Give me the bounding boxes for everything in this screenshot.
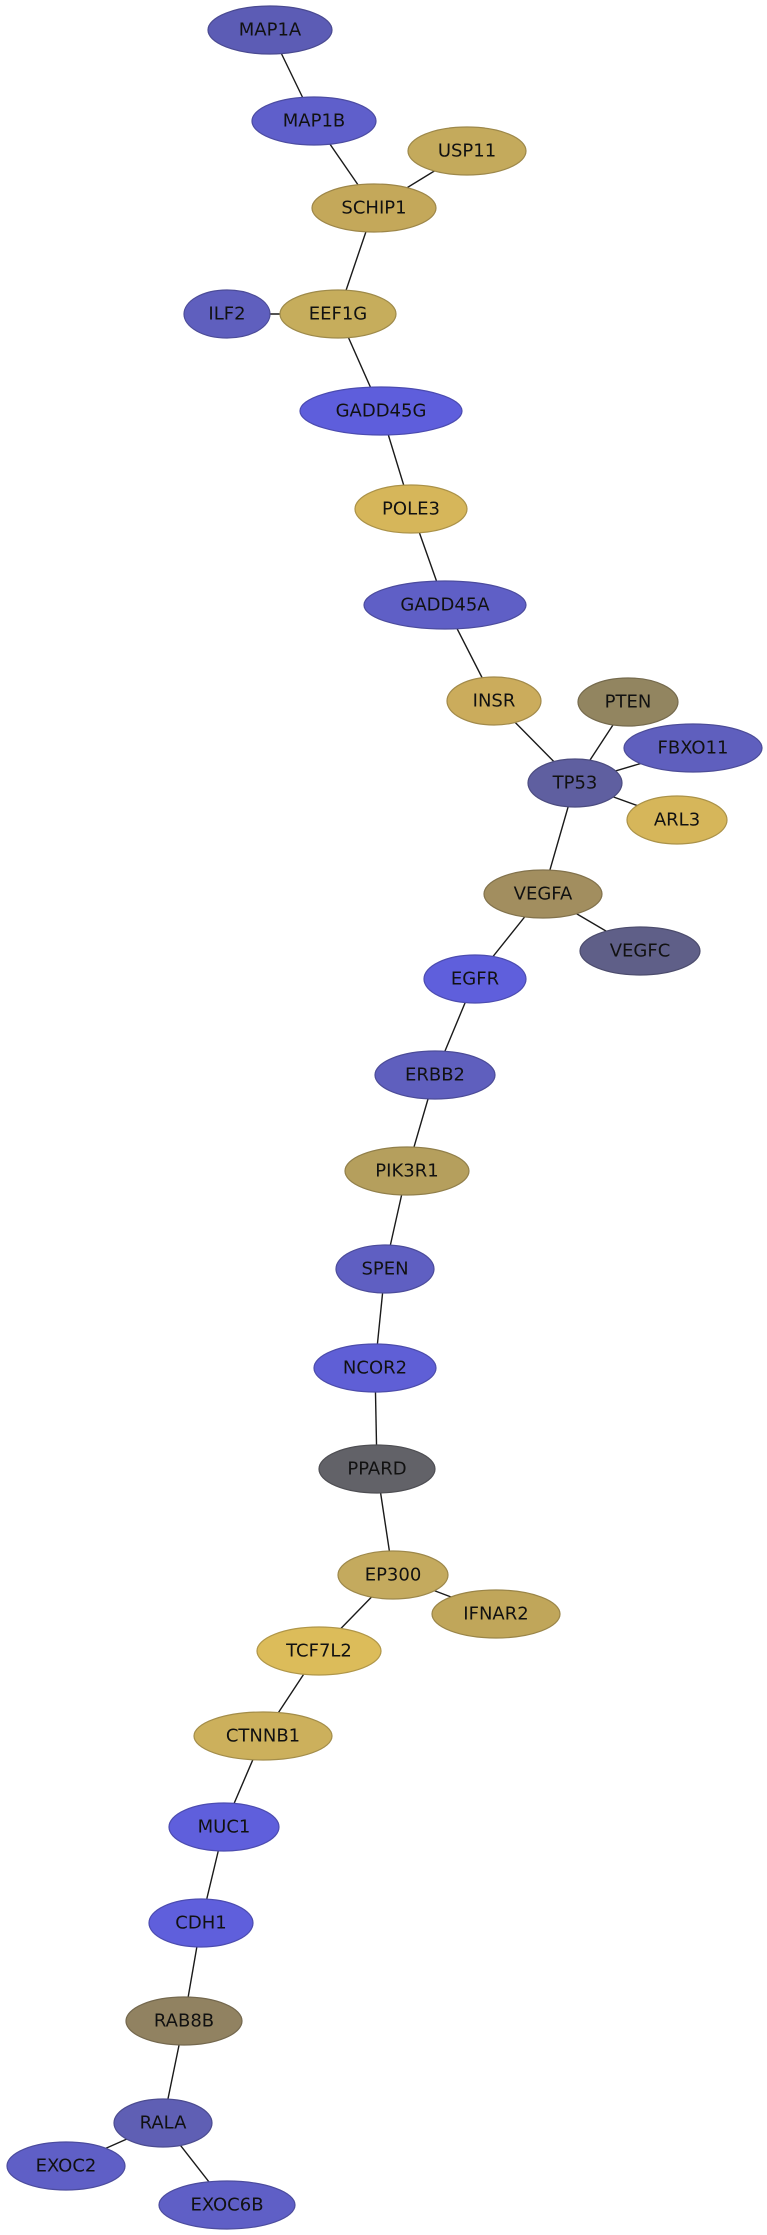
node-label: USP11 <box>438 141 496 162</box>
node-label: MUC1 <box>198 1817 251 1838</box>
node-exoc6b[interactable]: EXOC6B <box>158 2180 296 2230</box>
node-usp11[interactable]: USP11 <box>407 126 527 176</box>
node-label: EEF1G <box>309 304 368 325</box>
node-label: PPARD <box>347 1459 406 1480</box>
node-ellipse <box>299 386 463 436</box>
node-schip1[interactable]: SCHIP1 <box>311 183 437 233</box>
node-ellipse <box>6 2141 126 2191</box>
node-ellipse <box>579 926 701 976</box>
node-ellipse <box>407 126 527 176</box>
node-eef1g[interactable]: EEF1G <box>279 289 397 339</box>
node-arl3[interactable]: ARL3 <box>626 795 728 845</box>
node-label: NCOR2 <box>343 1358 407 1379</box>
node-label: PIK3R1 <box>375 1161 438 1182</box>
node-ellipse <box>183 289 271 339</box>
node-ncor2[interactable]: NCOR2 <box>313 1343 437 1393</box>
node-label: ARL3 <box>654 810 700 831</box>
node-ifnar2[interactable]: IFNAR2 <box>431 1589 561 1639</box>
node-label: TCF7L2 <box>285 1641 352 1662</box>
node-tcf7l2[interactable]: TCF7L2 <box>256 1626 382 1676</box>
node-label: GADD45A <box>400 595 490 616</box>
node-label: EXOC6B <box>190 2195 263 2216</box>
node-ellipse <box>374 1050 496 1100</box>
node-ellipse <box>311 183 437 233</box>
node-ellipse <box>344 1146 470 1196</box>
node-ellipse <box>626 795 728 845</box>
node-label: SPEN <box>361 1259 408 1280</box>
node-muc1[interactable]: MUC1 <box>168 1802 280 1852</box>
node-ellipse <box>423 954 527 1004</box>
node-egfr[interactable]: EGFR <box>423 954 527 1004</box>
node-pole3[interactable]: POLE3 <box>354 484 468 534</box>
node-cdh1[interactable]: CDH1 <box>148 1898 254 1948</box>
node-ilf2[interactable]: ILF2 <box>183 289 271 339</box>
node-insr[interactable]: INSR <box>446 676 542 726</box>
node-label: INSR <box>473 691 516 712</box>
node-label: IFNAR2 <box>463 1604 528 1625</box>
node-label: RAB8B <box>154 2011 214 2032</box>
node-label: CTNNB1 <box>226 1726 300 1747</box>
node-ellipse <box>251 96 377 146</box>
node-ellipse <box>527 758 623 808</box>
node-ellipse <box>335 1244 435 1294</box>
node-spen[interactable]: SPEN <box>335 1244 435 1294</box>
node-ellipse <box>158 2180 296 2230</box>
node-ctnnb1[interactable]: CTNNB1 <box>193 1711 333 1761</box>
node-ppard[interactable]: PPARD <box>318 1444 436 1494</box>
node-ellipse <box>431 1589 561 1639</box>
node-rab8b[interactable]: RAB8B <box>125 1996 243 2046</box>
node-ellipse <box>113 2098 213 2148</box>
node-label: RALA <box>140 2113 188 2134</box>
node-ellipse <box>125 1996 243 2046</box>
node-label: EGFR <box>451 969 499 990</box>
node-ellipse <box>354 484 468 534</box>
node-label: SCHIP1 <box>341 198 406 219</box>
node-gadd45g[interactable]: GADD45G <box>299 386 463 436</box>
node-ellipse <box>207 5 333 55</box>
node-pik3r1[interactable]: PIK3R1 <box>344 1146 470 1196</box>
node-ellipse <box>279 289 397 339</box>
edge-layer <box>65 29 694 2206</box>
node-label: ERBB2 <box>405 1065 465 1086</box>
node-ellipse <box>363 580 527 630</box>
node-gadd45a[interactable]: GADD45A <box>363 580 527 630</box>
node-fbxo11[interactable]: FBXO11 <box>623 723 763 773</box>
node-exoc2[interactable]: EXOC2 <box>6 2141 126 2191</box>
node-label: MAP1A <box>239 20 302 41</box>
node-label: MAP1B <box>283 111 346 132</box>
node-ep300[interactable]: EP300 <box>337 1550 449 1600</box>
node-ellipse <box>446 676 542 726</box>
node-ellipse <box>337 1550 449 1600</box>
node-tp53[interactable]: TP53 <box>527 758 623 808</box>
node-label: FBXO11 <box>658 738 729 759</box>
node-ellipse <box>168 1802 280 1852</box>
node-ellipse <box>623 723 763 773</box>
node-ellipse <box>256 1626 382 1676</box>
node-ellipse <box>313 1343 437 1393</box>
node-label: EP300 <box>365 1565 422 1586</box>
node-ellipse <box>577 677 679 727</box>
node-label: TP53 <box>552 773 598 794</box>
node-ellipse <box>483 869 603 919</box>
node-ellipse <box>193 1711 333 1761</box>
node-label: POLE3 <box>382 499 440 520</box>
node-ellipse <box>148 1898 254 1948</box>
node-pten[interactable]: PTEN <box>577 677 679 727</box>
node-label: GADD45G <box>336 401 427 422</box>
node-ellipse <box>318 1444 436 1494</box>
node-label: ILF2 <box>208 304 245 325</box>
node-rala[interactable]: RALA <box>113 2098 213 2148</box>
node-label: VEGFC <box>610 941 671 962</box>
node-erbb2[interactable]: ERBB2 <box>374 1050 496 1100</box>
node-label: CDH1 <box>175 1913 226 1934</box>
node-map1b[interactable]: MAP1B <box>251 96 377 146</box>
node-map1a[interactable]: MAP1A <box>207 5 333 55</box>
node-vegfc[interactable]: VEGFC <box>579 926 701 976</box>
node-label: VEGFA <box>514 884 573 905</box>
node-label: EXOC2 <box>36 2156 97 2177</box>
node-label: PTEN <box>605 692 652 713</box>
node-vegfa[interactable]: VEGFA <box>483 869 603 919</box>
